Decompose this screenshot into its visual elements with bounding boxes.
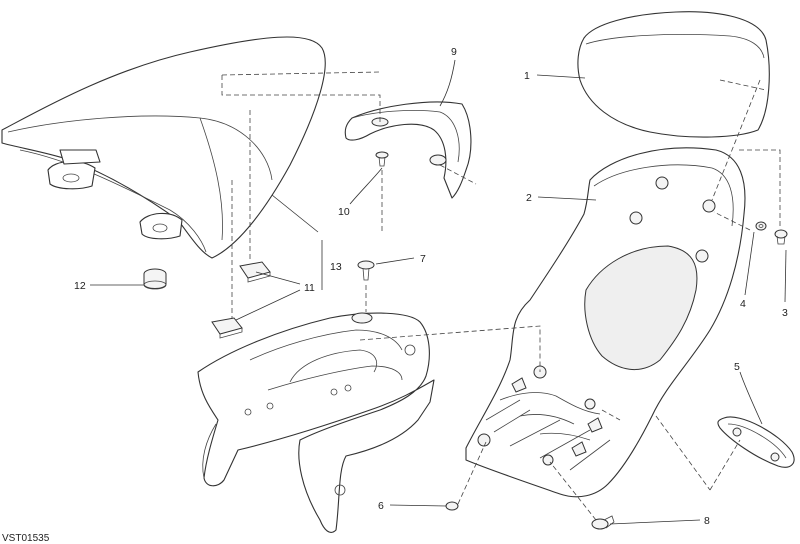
washer-4 bbox=[755, 221, 767, 231]
leader-lines bbox=[90, 59, 787, 525]
callout-3: 3 bbox=[782, 307, 788, 319]
rider-seat bbox=[1, 36, 326, 259]
screw-7 bbox=[357, 260, 375, 281]
callout-11: 11 bbox=[304, 282, 315, 294]
callout-7: 7 bbox=[420, 253, 426, 265]
reference-code: VST01535 bbox=[2, 533, 50, 544]
rubber-buffer-12 bbox=[143, 268, 167, 290]
callout-labels: 1 2 3 4 5 6 7 8 9 10 11 12 13 VST01535 bbox=[2, 46, 788, 544]
callout-4: 4 bbox=[740, 298, 746, 310]
screw-8 bbox=[591, 515, 615, 530]
nut-6 bbox=[445, 501, 459, 511]
callout-5: 5 bbox=[734, 361, 740, 373]
callout-2: 2 bbox=[526, 192, 532, 204]
passenger-seat-1 bbox=[577, 11, 770, 138]
callout-13: 13 bbox=[330, 261, 342, 273]
passenger-seat-base-2 bbox=[465, 147, 746, 498]
callout-9: 9 bbox=[451, 46, 457, 58]
callout-8: 8 bbox=[704, 515, 710, 527]
callout-12: 12 bbox=[74, 280, 86, 292]
callout-10: 10 bbox=[338, 206, 350, 218]
seat-support-bracket bbox=[197, 312, 435, 533]
assembly-lines bbox=[221, 71, 781, 521]
strap-5 bbox=[717, 416, 795, 468]
screw-10 bbox=[375, 151, 389, 167]
callout-1: 1 bbox=[524, 70, 530, 82]
callout-6: 6 bbox=[378, 500, 384, 512]
screw-3 bbox=[774, 229, 788, 245]
seat-cowl-9 bbox=[344, 101, 472, 199]
